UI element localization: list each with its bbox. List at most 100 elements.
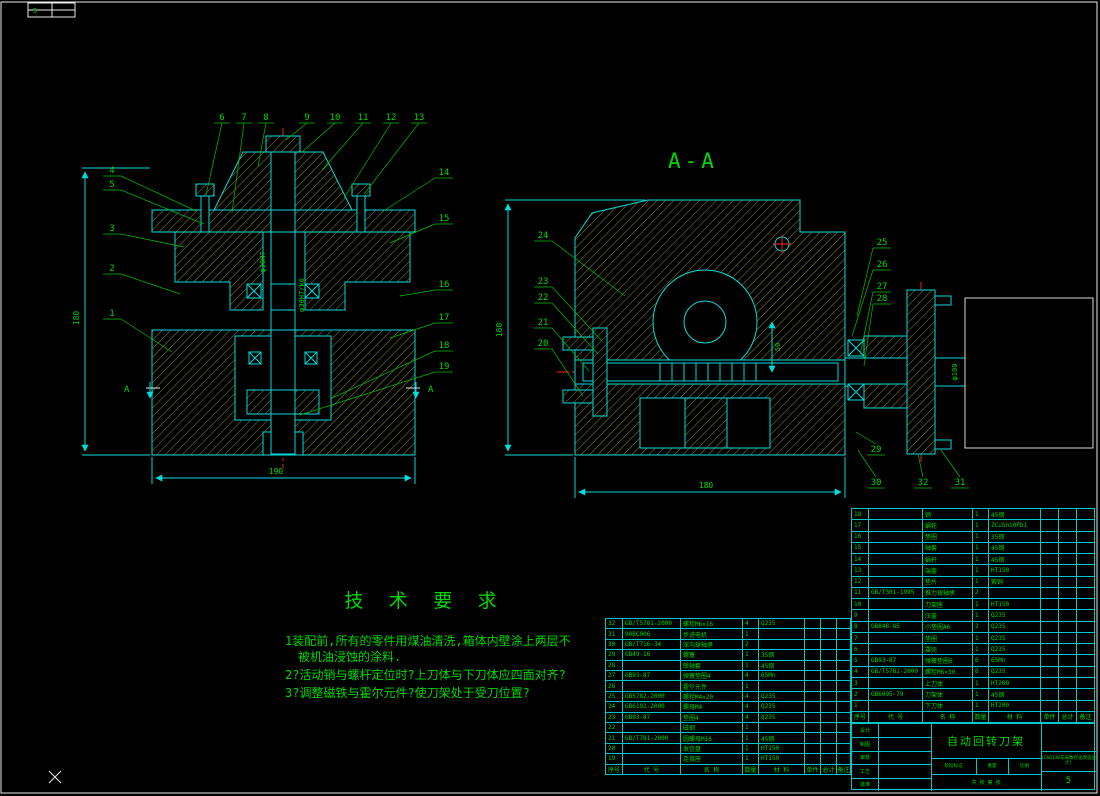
bom-cell: 12 — [852, 576, 869, 587]
bom-cell: 1 — [973, 509, 989, 520]
bom-cell — [869, 610, 923, 621]
bom-cell — [623, 743, 681, 754]
section-cut-marks: A A — [124, 382, 434, 399]
callout: 14 — [381, 168, 453, 213]
bom-cell — [1041, 700, 1059, 711]
bom-cell: 17 — [852, 520, 869, 531]
bom-cell: 15 — [852, 542, 869, 554]
bom-cell: 31 — [606, 629, 623, 639]
svg-text:17: 17 — [439, 313, 450, 323]
svg-text:29: 29 — [871, 445, 882, 455]
bom-cell — [837, 733, 850, 742]
svg-text:13: 13 — [414, 113, 425, 123]
bom-cell: 4 — [743, 619, 759, 629]
shaft-extension — [844, 357, 968, 387]
bom-cell: 26 — [606, 681, 623, 691]
bom-cell — [1059, 565, 1077, 576]
bom-cell: 总计 — [821, 764, 837, 775]
section-letter-left: A — [124, 385, 130, 395]
bom-cell — [821, 650, 837, 660]
callout: 3 — [103, 224, 185, 248]
dim-width-180: 180 — [574, 457, 846, 498]
bom-cell — [821, 691, 837, 702]
bom-cell — [805, 754, 821, 764]
bom-cell: 35钢 — [989, 531, 1041, 542]
svg-text:32: 32 — [918, 478, 929, 488]
bom-cell: 步进电机 — [681, 629, 743, 639]
bom-cell — [1077, 565, 1094, 575]
svg-text:31: 31 — [955, 478, 966, 488]
bom-cell — [1059, 587, 1077, 599]
dim-height-180: 180 — [72, 167, 150, 456]
bom-cell: 22 — [606, 723, 623, 733]
callout: 29 — [855, 431, 885, 456]
dim-inner-50: 50 — [768, 321, 782, 373]
bom-cell — [805, 733, 821, 743]
upper-bearings — [246, 283, 320, 299]
bom-cell — [1059, 655, 1077, 666]
bolt-head-left — [195, 183, 215, 197]
role-label: 设计 — [859, 728, 870, 734]
callout: 22 — [534, 293, 599, 355]
bom-cell: 1 — [973, 565, 989, 576]
svg-text:12: 12 — [386, 113, 397, 123]
bom-cell — [1059, 666, 1077, 677]
bom-cell — [805, 712, 821, 723]
spindle-steps — [271, 209, 295, 415]
svg-text:160: 160 — [495, 323, 504, 338]
bom-cell: 20 — [606, 743, 623, 754]
bom-cell — [623, 754, 681, 764]
bom-cell — [821, 754, 837, 764]
bom-cell: 24 — [606, 702, 623, 712]
bom-cell — [821, 743, 837, 754]
callout: 26 — [851, 260, 891, 337]
bom-cell: 11 — [852, 587, 869, 599]
bom-cell: GB/T716-34 — [623, 639, 681, 650]
bom-cell — [1077, 588, 1094, 598]
bom-cell: 紫铜 — [989, 576, 1041, 587]
svg-text:3: 3 — [109, 224, 114, 234]
callout: 12 — [343, 113, 399, 199]
bom-cell: 螺栓M4×20 — [681, 691, 743, 702]
bom-cell — [837, 754, 850, 763]
bom-cell: 16 — [852, 531, 869, 542]
bom-cell — [1077, 644, 1094, 654]
role-label: 工艺 — [859, 768, 870, 775]
callout: 17 — [389, 313, 453, 339]
bom-cell: 4 — [743, 712, 759, 723]
callout: 13 — [363, 113, 427, 195]
svg-text:28: 28 — [877, 294, 888, 304]
bom-cell: 刀架座 — [923, 599, 973, 610]
callout: 20 — [534, 339, 584, 397]
svg-text:19: 19 — [439, 362, 450, 372]
bom-cell: 1 — [743, 650, 759, 660]
adjacent-body — [964, 297, 1094, 449]
svg-text:10: 10 — [330, 113, 341, 123]
sheet-number: 5 — [1065, 776, 1072, 786]
svg-text:24: 24 — [538, 231, 549, 241]
bom-cell: 19 — [606, 754, 623, 764]
svg-text:8: 8 — [263, 113, 268, 123]
bom-cell: 螺母M4 — [681, 702, 743, 712]
housing-left — [174, 231, 264, 311]
bom-cell: 代 号 — [623, 764, 681, 775]
lower-support — [684, 397, 728, 449]
bom-cell: 1 — [973, 700, 989, 711]
bom-cell: 序号 — [852, 711, 869, 723]
bom-cell — [821, 629, 837, 639]
bom-cell: 5 — [852, 655, 869, 666]
bom-cell: Q235 — [759, 712, 805, 723]
svg-text:25: 25 — [877, 238, 888, 248]
bom-cell: GB/T5782-2000 — [869, 666, 923, 677]
project-name: (CA6140车床数控化改造设计) — [1041, 755, 1096, 767]
bom-cell: 上刀体 — [923, 677, 973, 689]
bom-cell — [1059, 610, 1077, 621]
bom-cell: HT150 — [759, 754, 805, 764]
